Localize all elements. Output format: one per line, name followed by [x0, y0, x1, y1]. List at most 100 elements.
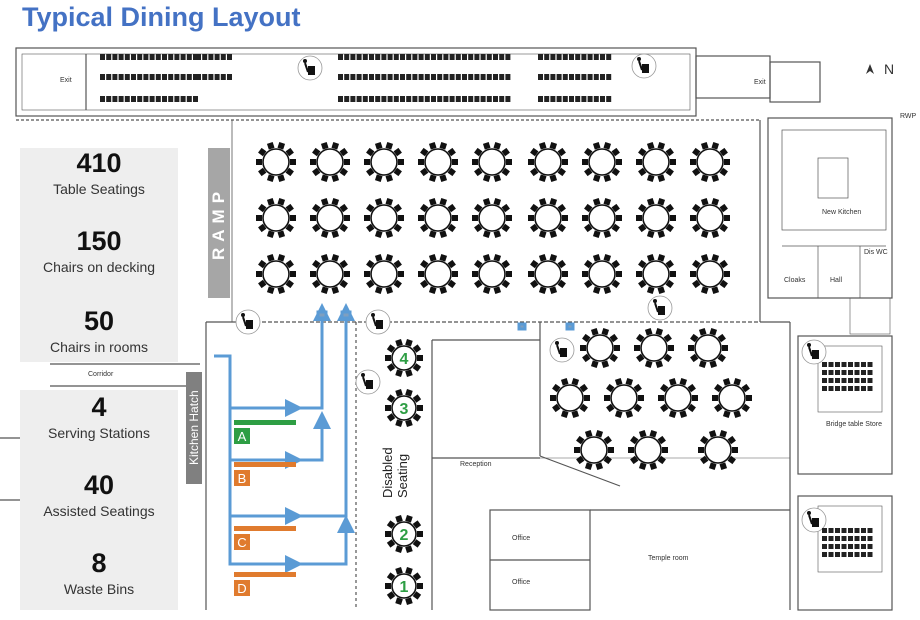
round-table	[472, 254, 512, 294]
round-table	[688, 328, 728, 368]
disabled-table: 3	[385, 389, 423, 427]
stat-label: Serving Stations	[48, 425, 150, 441]
kitchen-hatch-label: Kitchen Hatch	[186, 372, 202, 484]
round-table	[310, 198, 350, 238]
room-chair-block	[822, 528, 873, 557]
walls	[0, 47, 893, 611]
exit-label: Exit	[60, 77, 72, 84]
round-table	[628, 430, 668, 470]
station-label: B	[238, 471, 247, 486]
round-table	[582, 198, 622, 238]
stat-chairs-rooms: 50 Chairs in rooms	[20, 306, 178, 356]
station-label: C	[237, 535, 246, 550]
chair-row	[338, 96, 511, 102]
stat-label: Chairs on decking	[42, 259, 156, 275]
chair-row	[538, 54, 612, 60]
round-table	[634, 328, 674, 368]
flow-arrow	[300, 411, 331, 462]
round-table	[418, 142, 458, 182]
stat-chairs-decking: 150 Chairs on decking	[20, 226, 178, 276]
stat-value: 50	[83, 306, 115, 336]
round-table	[528, 198, 568, 238]
chair-row	[338, 54, 511, 60]
round-table	[418, 254, 458, 294]
round-table	[690, 198, 730, 238]
chair-row	[338, 74, 511, 80]
chair-row	[538, 74, 612, 80]
stat-value: 410	[76, 148, 122, 178]
round-table	[418, 198, 458, 238]
round-table	[472, 142, 512, 182]
cloaks-label: Cloaks	[784, 277, 806, 284]
flow-arrow	[300, 515, 355, 566]
waste-bin-icon	[365, 309, 391, 335]
stat-label: Table Seatings	[53, 181, 145, 197]
serving-station-b: B	[234, 462, 296, 486]
chair-row	[100, 96, 198, 102]
stats-panel-top: 410 Table Seatings 150 Chairs on decking…	[20, 148, 178, 362]
round-tables: 4 3 2 1	[256, 142, 752, 605]
round-table	[690, 142, 730, 182]
round-table	[698, 430, 738, 470]
round-table	[582, 142, 622, 182]
north-label: N	[884, 61, 894, 77]
stat-waste-bins: 8 Waste Bins	[20, 548, 178, 598]
round-table	[580, 328, 620, 368]
hall-label: Hall	[830, 277, 843, 284]
stat-value: 8	[91, 548, 107, 578]
stat-value: 4	[91, 392, 107, 422]
disabled-table: 2	[385, 515, 423, 553]
round-table	[636, 142, 676, 182]
round-table	[636, 254, 676, 294]
temple-room-label: Temple room	[648, 555, 689, 562]
round-table	[310, 142, 350, 182]
reception-label: Reception	[460, 461, 492, 468]
stat-table-seatings: 410 Table Seatings	[20, 148, 178, 198]
stats-panel-bottom: 4 Serving Stations 40 Assisted Seatings …	[20, 390, 178, 610]
corridor-label: Corridor	[88, 371, 114, 378]
chair-row	[538, 96, 612, 102]
stat-label: Waste Bins	[63, 581, 135, 597]
room-chair-blocks	[822, 362, 873, 557]
round-table	[528, 142, 568, 182]
serving-station-a: A	[234, 420, 296, 444]
disabled-table: 1	[385, 567, 423, 605]
serving-station-d: D	[234, 572, 296, 596]
office-label-2: Office	[512, 579, 530, 586]
dis-wc-label: Dis WC	[864, 249, 888, 256]
new-kitchen-label: New Kitchen	[822, 209, 861, 216]
round-table	[528, 254, 568, 294]
round-table	[364, 198, 404, 238]
office-label-1: Office	[512, 535, 530, 542]
table-number: 4	[400, 351, 409, 368]
chair-row	[100, 74, 198, 80]
north-arrow-icon	[866, 64, 874, 74]
serving-flow-arrows	[214, 303, 575, 573]
room-chair-block	[822, 362, 873, 391]
page-title: Typical Dining Layout	[22, 2, 301, 32]
table-number: 1	[400, 579, 409, 596]
round-table	[256, 198, 296, 238]
waste-bin-icon	[297, 55, 323, 81]
waste-bins	[235, 53, 827, 533]
table-number: 2	[400, 527, 409, 544]
bridge-store-label: Bridge table Store	[826, 421, 882, 428]
round-table	[472, 198, 512, 238]
disabled-seating-label: Disabled Seating	[380, 447, 410, 498]
waste-bin-icon	[647, 295, 673, 321]
exit-label-right: Exit	[754, 79, 766, 86]
round-table	[364, 142, 404, 182]
chair-row	[100, 54, 198, 60]
round-table	[550, 378, 590, 418]
round-table	[690, 254, 730, 294]
round-table	[574, 430, 614, 470]
round-table	[256, 142, 296, 182]
waste-bin-icon	[549, 337, 575, 363]
stat-assisted-seatings: 40 Assisted Seatings	[20, 470, 178, 520]
serving-station-c: C	[234, 526, 296, 550]
round-table	[582, 254, 622, 294]
ramp-label: RAMP	[208, 148, 230, 298]
round-table	[364, 254, 404, 294]
station-label: D	[237, 581, 246, 596]
round-table	[658, 378, 698, 418]
